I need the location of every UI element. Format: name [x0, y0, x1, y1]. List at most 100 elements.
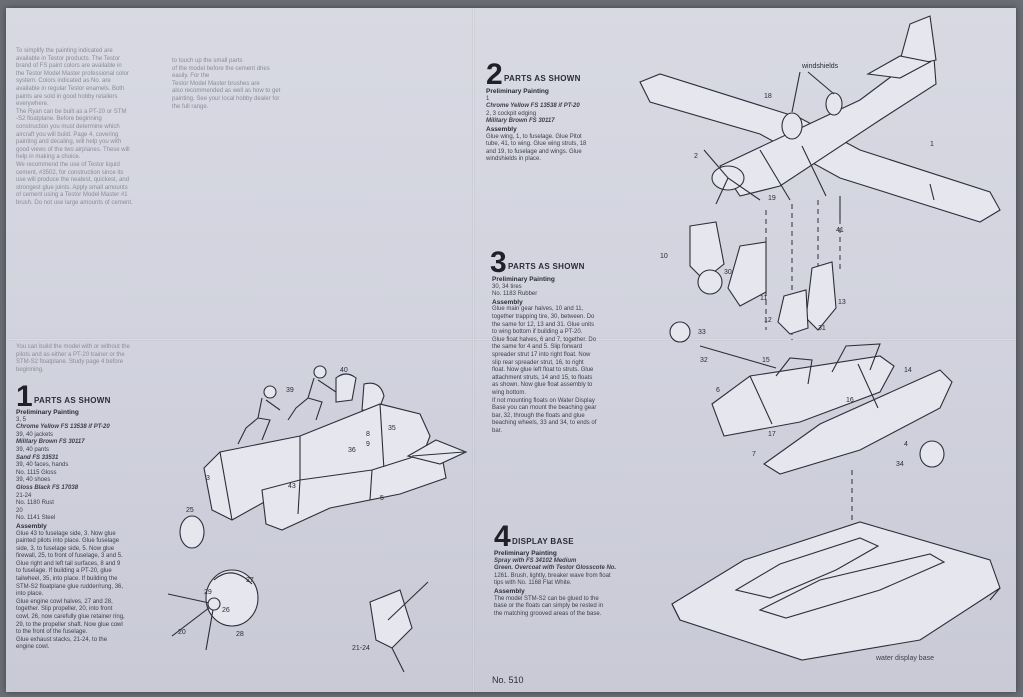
text-line: to the front of the fuselage.	[16, 629, 88, 636]
label-10: 10	[660, 253, 668, 260]
step-1-illustration	[167, 365, 468, 673]
text-line: use will produce the neatest, quickest, …	[16, 177, 130, 184]
text-line: 1261. Brush, lightly, breaker wave from …	[494, 572, 611, 579]
label-18: 18	[764, 93, 772, 100]
label-28: 28	[236, 631, 244, 638]
label-26: 26	[222, 607, 230, 614]
step-4-prelim: Preliminary Painting	[494, 550, 557, 557]
label-25: 25	[186, 507, 194, 514]
text-line: No. 1141 Steel	[16, 515, 56, 522]
build-note-lines: You can build the model with or without …	[16, 344, 166, 374]
text-line: wing bottom.	[492, 389, 527, 396]
text-line: float. Now glue left float to struts. Gl…	[492, 367, 594, 374]
step-2-title: PARTS AS SHOWN	[504, 74, 581, 83]
text-line: aircraft you will build. Page 4, coverin…	[16, 131, 119, 138]
text-line: brand of FS paint colors are available i…	[16, 63, 122, 70]
text-line: Glue float halves, 6 and 7, together. Do	[492, 336, 597, 343]
label-13: 13	[838, 299, 846, 306]
label-33: 33	[698, 329, 706, 336]
text-line: of cement using a Testor Model Master #1	[16, 192, 128, 199]
text-line: strongest glue joints. Apply small amoun…	[16, 184, 128, 191]
text-line: 21-24	[16, 492, 32, 499]
pilot-figures	[237, 365, 337, 445]
fold-line-horizontal	[6, 338, 1016, 341]
label-19: 19	[768, 195, 776, 202]
text-line: as shown. Now glue float assembly to	[492, 382, 593, 389]
text-line: Gloss Black FS 17038	[16, 484, 79, 491]
step-4-title: DISPLAY BASE	[512, 537, 574, 546]
label-31: 31	[818, 325, 826, 332]
text-line: tube, 41, to wing. Glue wing struts, 18	[486, 141, 587, 148]
step-1-assembly-title: Assembly	[16, 522, 47, 530]
text-line: No. 1180 Rust	[16, 500, 54, 507]
text-line: 20	[16, 507, 23, 514]
step-3-assembly-title: Assembly	[492, 298, 523, 306]
text-line: together. Slip propeller, 20, into front	[16, 606, 113, 613]
text-line: You can build the model with or without …	[16, 344, 130, 350]
text-line: the same for 12, 13 and 31. Glue units	[492, 321, 595, 328]
label-36: 36	[348, 447, 356, 454]
text-line: Green. Overcoat with Testor Glosscote No…	[494, 565, 617, 572]
text-line: together trapping tire, 30, between. Do	[492, 313, 595, 320]
text-line: The Ryan can be built as a PT-20 or STM	[16, 108, 127, 115]
text-line: also recommended as well as how to get	[172, 88, 281, 95]
step-4-assembly-title: Assembly	[494, 587, 525, 595]
text-line: We recommend the use of Testor liquid	[16, 161, 120, 168]
label-39: 39	[286, 387, 294, 394]
label-34: 34	[896, 461, 904, 468]
text-line: Military Brown FS 30117	[486, 118, 555, 125]
text-line: 39, 40 jackets	[16, 431, 54, 438]
text-line: bar, 32, through the floats and glue	[492, 412, 585, 419]
text-line: The model STM-S2 can be glued to the	[494, 595, 599, 602]
text-line: easily. For the	[172, 73, 210, 80]
text-line: the same for 4 and 5. Slip forward	[492, 344, 583, 351]
text-line: -S2 floatplane. Before beginning	[16, 116, 102, 123]
text-line: to fuselage. If building a PT-20, glue	[16, 568, 112, 575]
text-line: 3, 5	[16, 416, 27, 423]
text-line: 39, 40 pants	[16, 446, 50, 453]
step-4-instructions: Preliminary Painting Spray with FS 34102…	[494, 550, 644, 618]
text-line: Glue exhaust stacks, 21-24, to the	[16, 636, 108, 643]
label-27: 27	[246, 577, 254, 584]
label-7: 7	[752, 451, 756, 458]
label-5: 5	[380, 495, 384, 502]
step-3-prelim: Preliminary Painting	[492, 276, 555, 283]
label-1: 1	[930, 141, 934, 148]
text-line: Testor Model Master brushes are	[172, 80, 260, 87]
text-line: slip rear spreader strut, 16, to right	[492, 359, 584, 366]
step-2-number: 2	[486, 58, 503, 91]
text-line: attachment struts, 14 and 15, to floats	[492, 374, 593, 381]
text-line: help in making a choice.	[16, 154, 81, 161]
text-line: 39, 40 shoes	[16, 477, 51, 484]
text-line: Glue right and left tail surfaces, 8 and…	[16, 560, 121, 567]
label-29: 29	[204, 589, 212, 596]
text-line: Glue engine cowl halves, 27 and 28,	[16, 598, 113, 605]
part-number: No. 510	[492, 675, 524, 685]
text-line: system. Colors indicated as No. are	[16, 78, 111, 85]
text-line: spreader strut 17 into right float. Now	[492, 351, 591, 358]
label-20: 20	[178, 629, 186, 636]
step-1-title: PARTS AS SHOWN	[34, 396, 111, 405]
text-line: Sand FS 33531	[16, 454, 59, 461]
text-line: No. 1115 Gloss	[16, 469, 57, 476]
label-30: 30	[724, 269, 732, 276]
text-line: bar.	[492, 427, 503, 434]
step-2-assembly-title: Assembly	[486, 125, 517, 133]
windshields-label: windshields	[801, 63, 839, 70]
label-40: 40	[340, 367, 348, 374]
text-line: cowl, 26, now carefully glue retainer ri…	[16, 614, 125, 621]
label-15: 15	[762, 357, 770, 364]
step-3-illustration	[669, 221, 953, 475]
text-line: windshields in place.	[486, 156, 542, 163]
